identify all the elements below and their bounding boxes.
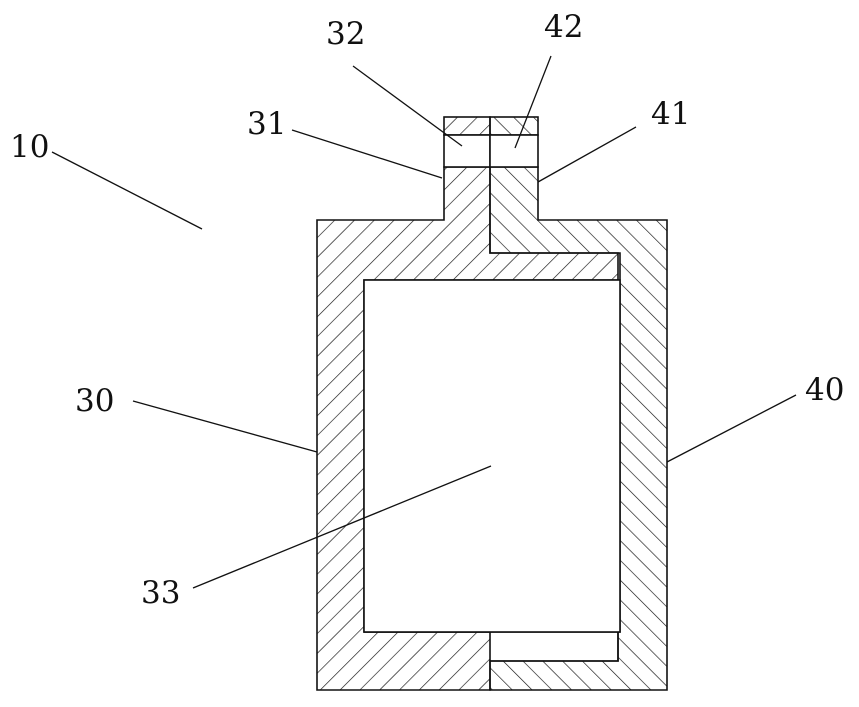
cap-top-right: [489, 116, 539, 136]
leader-42: [514, 55, 552, 149]
leader-32: [352, 65, 463, 147]
label-31: 31: [247, 106, 286, 142]
cavity-33: [363, 279, 621, 633]
cap-top-left: [443, 116, 491, 136]
label-32: 32: [326, 16, 365, 52]
label-40: 40: [805, 372, 844, 408]
label-33: 33: [141, 575, 180, 611]
leader-10: [51, 151, 203, 230]
seal-42: [489, 134, 539, 168]
label-41: 41: [651, 96, 690, 132]
leader-40: [666, 394, 797, 463]
label-10: 10: [10, 129, 49, 165]
leader-30: [132, 400, 318, 453]
label-42: 42: [544, 9, 583, 45]
leader-31: [291, 129, 443, 179]
seal-32: [443, 134, 491, 168]
label-30: 30: [75, 383, 114, 419]
leader-33: [192, 465, 492, 589]
leader-41: [537, 126, 637, 183]
